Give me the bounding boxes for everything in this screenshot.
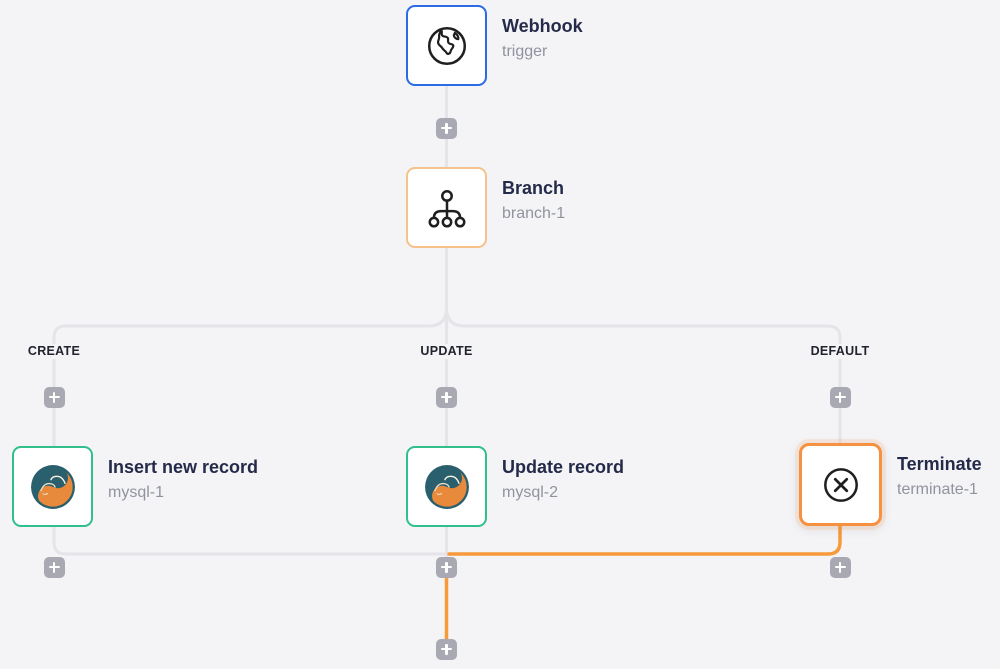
plus-icon bbox=[441, 122, 452, 134]
add-node-button-after-terminate[interactable] bbox=[829, 556, 851, 578]
add-node-button-after-update[interactable] bbox=[436, 556, 457, 578]
node-webhook-box[interactable] bbox=[406, 5, 487, 86]
node-subtitle: trigger bbox=[502, 42, 548, 60]
add-node-button-default-branch[interactable] bbox=[829, 386, 851, 408]
node-insert-record: Insert new record mysql-1 bbox=[12, 446, 258, 527]
terminate-icon bbox=[823, 467, 858, 502]
add-node-button-create-branch[interactable] bbox=[43, 386, 65, 408]
node-update-record-text: Update record mysql-2 bbox=[502, 446, 624, 501]
node-terminate-text: Terminate terminate-1 bbox=[897, 443, 982, 498]
node-title: Insert new record bbox=[108, 457, 259, 477]
node-branch: Branch branch-1 bbox=[406, 167, 565, 248]
node-webhook: Webhook trigger bbox=[406, 5, 583, 86]
add-node-button-after-insert[interactable] bbox=[43, 556, 65, 578]
plus-icon bbox=[441, 561, 452, 573]
active-connectors bbox=[444, 524, 842, 641]
node-update-record-box[interactable] bbox=[406, 446, 487, 527]
mysql-icon bbox=[30, 464, 75, 509]
plus-icon bbox=[834, 561, 846, 573]
plus-icon bbox=[834, 391, 846, 403]
globe-icon bbox=[427, 26, 466, 65]
add-node-button-end[interactable] bbox=[436, 638, 457, 660]
plus-icon bbox=[48, 391, 60, 403]
plus-icon bbox=[441, 643, 452, 655]
branch-icon bbox=[427, 189, 466, 228]
node-terminate-box[interactable] bbox=[799, 443, 882, 526]
branch-label-update: UPDATE bbox=[415, 344, 478, 359]
node-branch-text: Branch branch-1 bbox=[502, 167, 565, 222]
plus-icon bbox=[48, 561, 60, 573]
add-node-button-update-branch[interactable] bbox=[436, 386, 457, 408]
node-webhook-text: Webhook trigger bbox=[502, 5, 583, 60]
add-node-button-after-webhook[interactable] bbox=[436, 117, 457, 139]
node-title: Branch bbox=[502, 178, 565, 198]
node-subtitle: branch-1 bbox=[502, 204, 566, 222]
node-title: Terminate bbox=[897, 454, 982, 474]
node-subtitle: mysql-1 bbox=[108, 483, 165, 501]
idle-connectors bbox=[52, 84, 842, 559]
node-subtitle: terminate-1 bbox=[897, 480, 978, 498]
node-branch-box[interactable] bbox=[406, 167, 487, 248]
branch-label-create: CREATE bbox=[22, 344, 86, 359]
node-title: Update record bbox=[502, 457, 625, 477]
plus-icon bbox=[441, 391, 452, 403]
node-update-record: Update record mysql-2 bbox=[406, 446, 624, 527]
node-subtitle: mysql-2 bbox=[502, 483, 559, 501]
node-insert-record-box[interactable] bbox=[12, 446, 93, 527]
node-terminate: Terminate terminate-1 bbox=[799, 443, 982, 526]
node-title: Webhook bbox=[502, 16, 583, 36]
mysql-icon bbox=[424, 464, 469, 509]
branch-label-default: DEFAULT bbox=[805, 344, 875, 359]
node-insert-record-text: Insert new record mysql-1 bbox=[108, 446, 258, 501]
